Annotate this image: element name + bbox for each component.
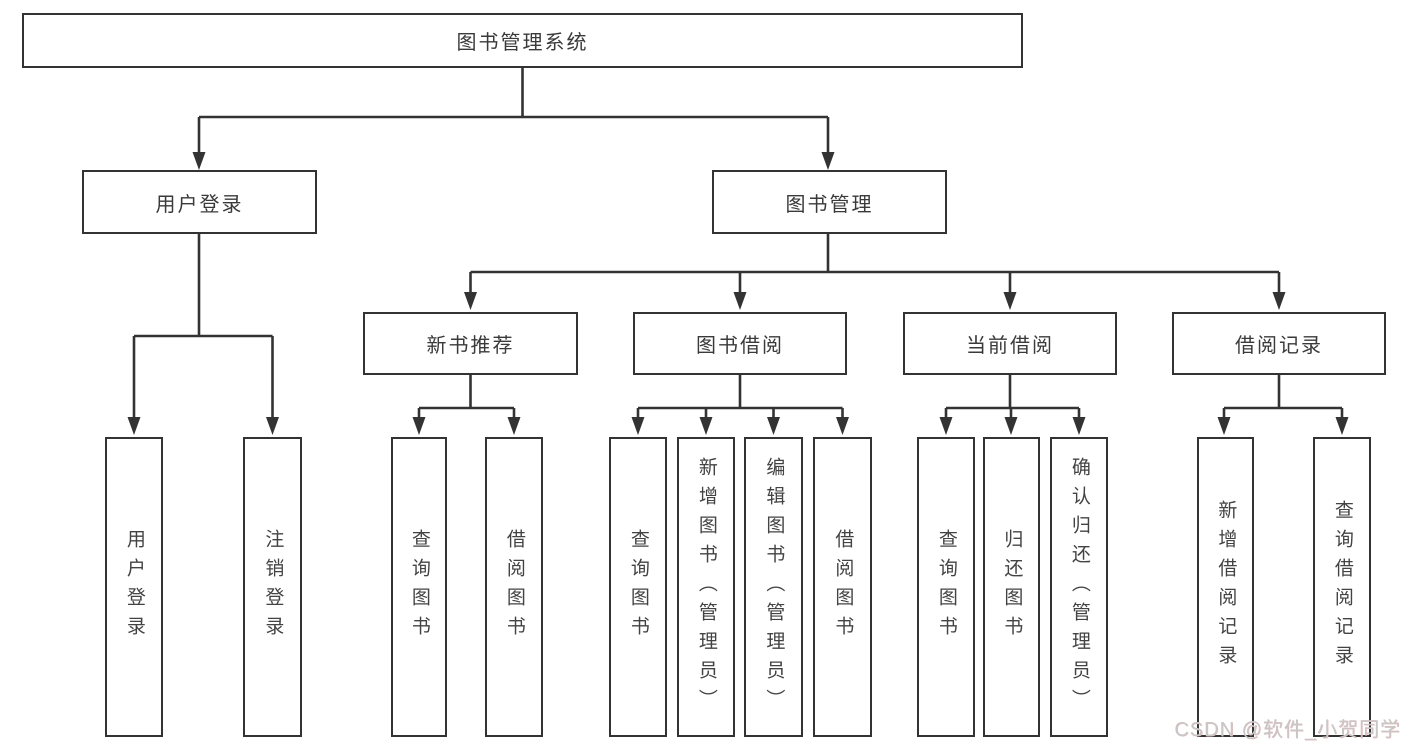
node-label: 编辑图书（管理员） (763, 456, 785, 718)
node-user-login-leaf: 用户登录 (105, 437, 163, 737)
node-label: 借阅图书 (503, 529, 525, 645)
node-add-book-admin: 新增图书（管理员） (677, 437, 735, 737)
node-label: 新增图书（管理员） (695, 456, 717, 718)
node-book-management: 图书管理 (712, 170, 947, 234)
node-book-borrow: 图书借阅 (633, 312, 847, 375)
node-add-borrow-record: 新增借阅记录 (1197, 437, 1254, 737)
node-borrow-books: 借阅图书 (813, 437, 872, 737)
node-query-books-borrow: 查询图书 (609, 437, 667, 737)
node-borrow-books-recommend: 借阅图书 (485, 437, 543, 737)
node-logout: 注销登录 (243, 437, 302, 737)
node-borrow-records: 借阅记录 (1172, 312, 1386, 375)
node-label: 注销登录 (262, 529, 284, 645)
node-query-borrow-record: 查询借阅记录 (1313, 437, 1371, 737)
node-user-login: 用户登录 (82, 170, 317, 234)
node-return-book: 归还图书 (983, 437, 1040, 737)
node-label: 用户登录 (123, 529, 145, 645)
node-label: 查询图书 (408, 529, 430, 645)
node-query-books-recommend: 查询图书 (391, 437, 447, 737)
node-label: 确认归还（管理员） (1068, 456, 1090, 718)
node-label: 借阅图书 (832, 529, 854, 645)
node-current-borrow: 当前借阅 (903, 312, 1117, 375)
node-label: 查询图书 (627, 529, 649, 645)
node-edit-book-admin: 编辑图书（管理员） (744, 437, 803, 737)
node-query-books-current: 查询图书 (917, 437, 975, 737)
node-confirm-return-admin: 确认归还（管理员） (1050, 437, 1108, 737)
node-library-management-system: 图书管理系统 (22, 13, 1023, 68)
node-new-book-recommend: 新书推荐 (363, 312, 578, 375)
node-label: 新增借阅记录 (1215, 500, 1237, 674)
node-label: 查询图书 (935, 529, 957, 645)
node-label: 查询借阅记录 (1331, 500, 1353, 674)
node-label: 归还图书 (1001, 529, 1023, 645)
csdn-watermark: CSDN @软件_小贺同学 (1174, 719, 1401, 741)
